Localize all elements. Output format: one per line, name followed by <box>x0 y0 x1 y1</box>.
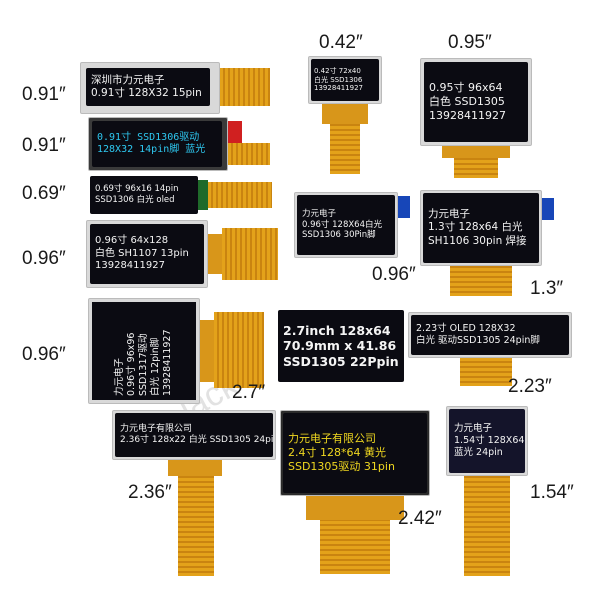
line: 白色 SH1107 13pin <box>95 247 189 259</box>
oled-module-096b: 力元电子 0.96寸 96x96 SSD1317驱动 白光 12pin脚 139… <box>88 298 266 404</box>
oled-module-091b: 0.91寸 SSD1306驱动 128X32 14pin脚 蓝光 <box>88 117 270 171</box>
oled-module-154: 力元电子 1.54寸 128X64 蓝光 24pin <box>446 406 528 578</box>
line: 128X32 14pin脚 蓝光 <box>97 144 206 155</box>
line: 深圳市力元电子 <box>91 73 165 86</box>
line: 1.3寸 128x64 白光 <box>428 221 523 234</box>
line: 0.69寸 96x16 14pin <box>95 184 179 195</box>
line: 力元电子有限公司 <box>288 432 376 446</box>
line: 0.96寸 64x128 <box>95 235 169 247</box>
oled-module-27: 2.7inch 128x64 70.9mm x 41.86 SSD1305 22… <box>278 310 404 382</box>
size-label-242: 2.42″ <box>398 508 442 529</box>
line: SSD1306 30Pin脚 <box>302 230 376 241</box>
line: 13928411927 <box>161 329 173 397</box>
line: 13928411927 <box>429 108 506 122</box>
oled-module-096a: 0.96寸 64x128 白色 SH1107 13pin 13928411927 <box>86 220 280 288</box>
size-label-223: 2.23″ <box>508 376 552 397</box>
line: 2.36寸 128x22 白光 SSD1305 24pin <box>120 435 273 445</box>
line: 力元电子 <box>302 209 337 220</box>
line: 1.54寸 128X64 <box>454 435 525 447</box>
line: SH1106 30pin 焊接 <box>428 234 527 247</box>
line: 白色 SSD1305 <box>429 95 505 109</box>
oled-module-096c: 力元电子 0.96寸 128X64白光 SSD1306 30Pin脚 <box>294 192 418 258</box>
line: SSD1317驱动 <box>138 333 150 396</box>
line: SSD1306 白光 oled <box>95 195 175 205</box>
line: 力元电子 <box>114 357 126 396</box>
line: 0.91寸 SSD1306驱动 <box>97 131 200 143</box>
line: SSD1305驱动 31pin <box>288 459 395 473</box>
size-label-27: 2.7″ <box>232 382 266 403</box>
oled-module-223: 2.23寸 OLED 128X32 白光 驱动SSD1305 24pin脚 <box>408 312 572 386</box>
size-label-091b: 0.91″ <box>22 135 66 156</box>
line: 0.91寸 128X32 15pin <box>91 87 202 99</box>
oled-module-095: 0.95寸 96x64 白色 SSD1305 13928411927 <box>420 58 532 178</box>
size-label-095: 0.95″ <box>448 32 492 53</box>
line: 白光 驱动SSD1305 24pin脚 <box>416 335 540 346</box>
line: 70.9mm x 41.86 <box>283 338 397 354</box>
size-label-096b: 0.96″ <box>22 344 66 365</box>
oled-module-242: 力元电子有限公司 2.4寸 128*64 黄光 SSD1305驱动 31pin <box>280 410 430 574</box>
line: 2.7inch 128x64 <box>283 322 391 338</box>
line: 力元电子 <box>454 423 493 435</box>
size-label-069: 0.69″ <box>22 183 66 204</box>
size-label-042: 0.42″ <box>319 32 363 53</box>
size-label-13: 1.3″ <box>530 278 564 299</box>
oled-module-042: 0.42寸 72x40 白光 SSD1306 13928411927 <box>308 56 382 176</box>
line: 2.23寸 OLED 128X32 <box>416 323 516 335</box>
oled-module-069: 0.69寸 96x16 14pin SSD1306 白光 oled <box>90 176 276 214</box>
line: 0.95寸 96x64 <box>429 81 503 95</box>
oled-module-13: 力元电子 1.3寸 128x64 白光 SH1106 30pin 焊接 <box>420 190 556 300</box>
line: 白光 12pin脚 <box>149 337 161 396</box>
oled-module-091a: 深圳市力元电子 0.91寸 128X32 15pin <box>80 62 272 116</box>
size-label-096a: 0.96″ <box>22 248 66 269</box>
size-label-096c: 0.96″ <box>372 264 416 285</box>
line: 13928411927 <box>95 260 165 272</box>
line: 0.42寸 72x40 <box>314 66 361 75</box>
size-label-236: 2.36″ <box>128 482 172 503</box>
line: SSD1305 22Ppin <box>283 353 399 369</box>
size-label-091a: 0.91″ <box>22 84 66 105</box>
size-label-154: 1.54″ <box>530 482 574 503</box>
line: 0.96寸 128X64白光 <box>302 219 382 230</box>
line: 力元电子有限公司 <box>120 423 193 434</box>
line: 力元电子 <box>428 208 470 221</box>
line: 蓝光 24pin <box>454 446 503 458</box>
line: 2.4寸 128*64 黄光 <box>288 446 386 460</box>
line: 13928411927 <box>314 84 363 93</box>
line: 0.96寸 96x96 <box>126 332 138 396</box>
oled-module-236: 力元电子有限公司 2.36寸 128x22 白光 SSD1305 24pin <box>112 410 276 576</box>
line: 白光 SSD1306 <box>314 75 363 84</box>
